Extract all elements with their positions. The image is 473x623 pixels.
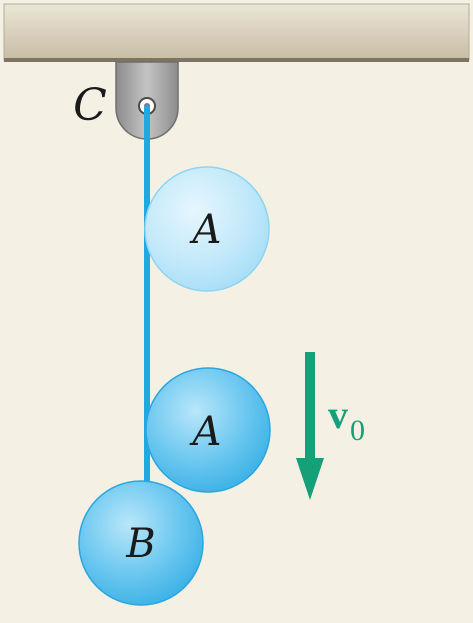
velocity-subscript: 0: [350, 414, 365, 447]
label-a-lower: A: [189, 409, 222, 455]
label-a-upper: A: [189, 207, 222, 253]
label-b: B: [125, 521, 155, 567]
ball-a-upper: [144, 166, 270, 292]
ball-a-lower: [145, 367, 271, 493]
arrow-down-icon: [296, 352, 324, 500]
velocity-label: v: [328, 392, 348, 437]
label-c: C: [73, 80, 107, 131]
ball-b: [78, 480, 204, 606]
ceiling: [3, 3, 470, 62]
